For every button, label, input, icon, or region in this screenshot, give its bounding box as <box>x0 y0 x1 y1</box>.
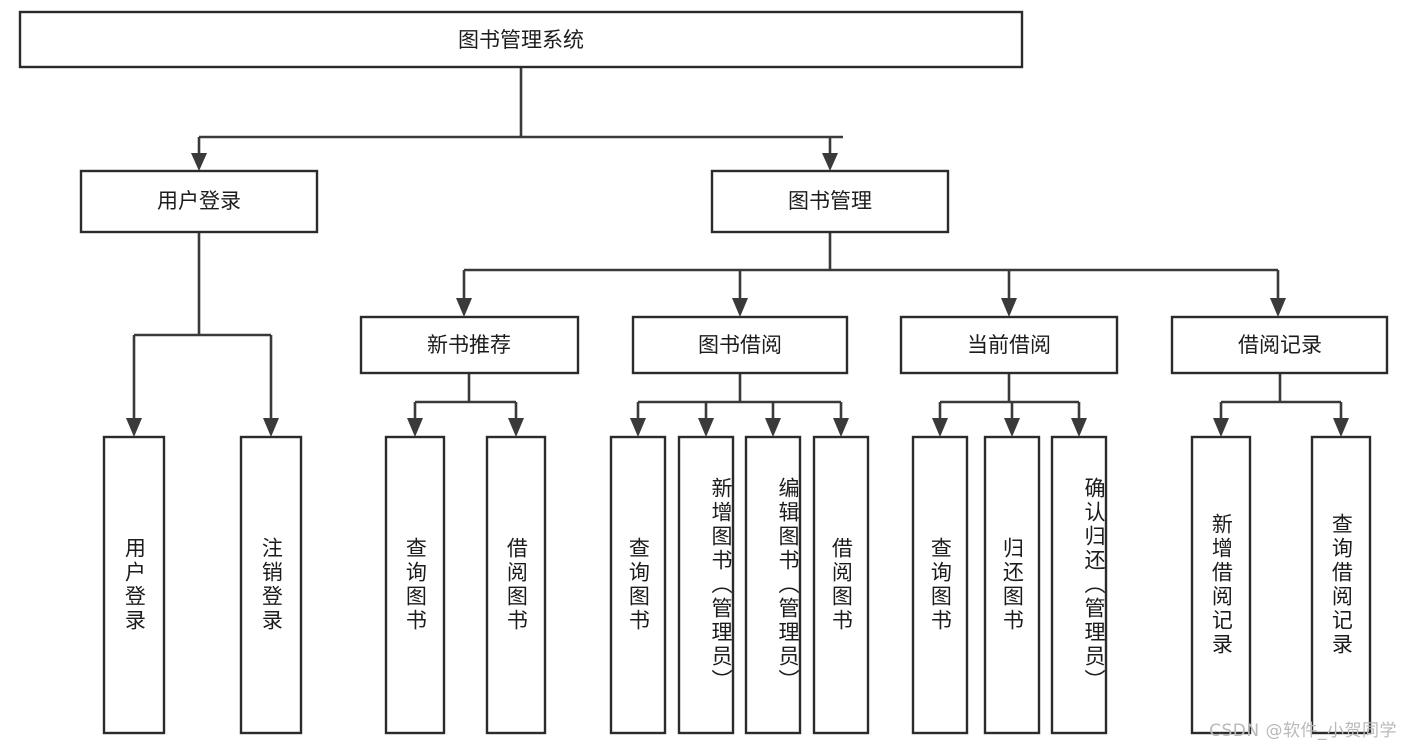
connector-root-to-level2 <box>191 67 843 171</box>
node-borrow-record[interactable] <box>1170 315 1389 375</box>
connector-user-login-to-leaves <box>126 232 279 437</box>
arrowhead-leaf-return-book <box>1004 418 1020 437</box>
arrowhead-current-borrow <box>1001 298 1017 317</box>
arrowhead-leaf-borrow-query-book <box>630 418 646 437</box>
node-root[interactable] <box>18 10 1024 69</box>
arrowhead-new-book-rec <box>456 298 472 317</box>
node-leaf-borrow-query-book[interactable] <box>609 435 667 735</box>
arrowhead-book-borrow <box>732 298 748 317</box>
node-borrow-record-label: 借阅记录 <box>1238 333 1322 357</box>
node-new-book-rec[interactable] <box>359 315 580 375</box>
node-leaf-user-logout[interactable] <box>239 435 303 735</box>
arrowhead-leaf-confirm-return-admin <box>1071 418 1087 437</box>
node-user-login-label: 用户登录 <box>157 189 241 213</box>
node-leaf-return-book[interactable] <box>983 435 1041 735</box>
arrowhead-leaf-query-borrow-record <box>1333 418 1349 437</box>
arrowhead-leaf-user-login <box>126 418 142 437</box>
watermark-text: CSDN @软件_小贺同学 <box>1209 721 1397 741</box>
node-leaf-rec-borrow-book[interactable] <box>485 435 547 735</box>
connector-new-book-rec-to-leaves <box>407 373 524 437</box>
arrowhead-leaf-rec-query-book <box>407 418 423 437</box>
node-root-label: 图书管理系统 <box>458 28 584 52</box>
node-leaf-cur-query-book[interactable] <box>911 435 969 735</box>
node-leaf-edit-book-admin[interactable] <box>744 435 802 735</box>
arrowhead-borrow-record <box>1270 298 1286 317</box>
connector-book-borrow-to-leaves <box>630 373 849 437</box>
connector-current-borrow-to-leaves <box>932 373 1087 437</box>
arrowhead-user-login <box>191 153 207 171</box>
node-leaf-rec-query-book[interactable] <box>384 435 446 735</box>
arrowhead-leaf-rec-borrow-book <box>508 418 524 437</box>
node-book-manage[interactable] <box>710 169 950 234</box>
connector-book-manage-to-level3 <box>456 232 1286 317</box>
node-current-borrow[interactable] <box>899 315 1119 375</box>
node-book-borrow-label: 图书借阅 <box>698 333 782 357</box>
connector-borrow-record-to-leaves <box>1213 373 1349 437</box>
node-leaf-confirm-return-admin[interactable] <box>1050 435 1108 735</box>
node-current-borrow-label: 当前借阅 <box>967 333 1051 357</box>
node-leaf-add-borrow-record[interactable] <box>1190 435 1252 735</box>
node-leaf-query-borrow-record[interactable] <box>1310 435 1372 735</box>
arrowhead-book-manage <box>822 153 838 171</box>
arrowhead-leaf-edit-book-admin <box>765 418 781 437</box>
arrowhead-leaf-borrow-book <box>833 418 849 437</box>
arrowhead-leaf-cur-query-book <box>932 418 948 437</box>
node-book-borrow[interactable] <box>631 315 849 375</box>
node-book-manage-label: 图书管理 <box>788 189 872 213</box>
node-leaf-borrow-book[interactable] <box>812 435 870 735</box>
arrowhead-leaf-add-borrow-record <box>1213 418 1229 437</box>
node-user-login[interactable] <box>79 169 319 234</box>
arrowhead-leaf-add-book-admin <box>698 418 714 437</box>
node-new-book-rec-label: 新书推荐 <box>427 333 511 357</box>
arrowhead-leaf-user-logout <box>263 418 279 437</box>
node-leaf-add-book-admin[interactable] <box>677 435 735 735</box>
node-leaf-user-login[interactable] <box>102 435 166 735</box>
